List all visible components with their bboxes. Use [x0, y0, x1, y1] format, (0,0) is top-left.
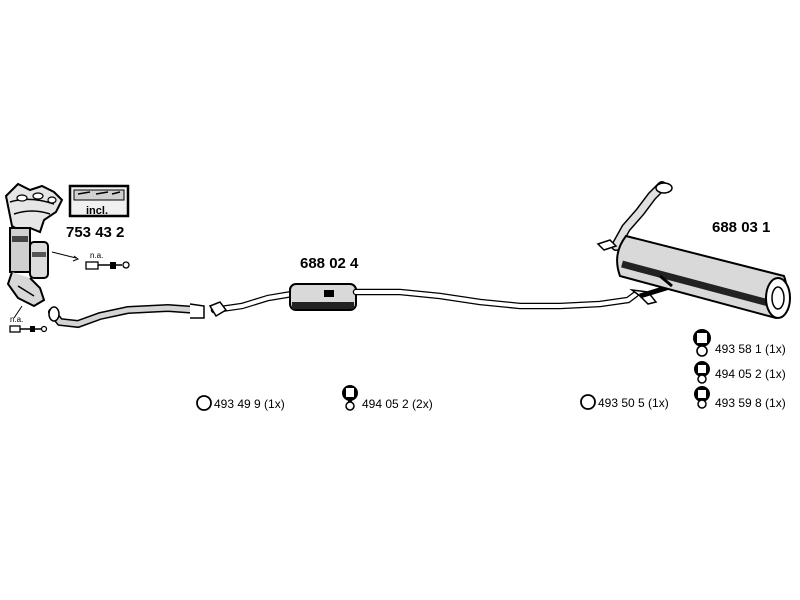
mounting-part-6-number: 493 59 8 (1x)	[715, 396, 786, 410]
mounting-part-4[interactable]: 493 58 1 (1x)	[693, 329, 786, 357]
included-gasket-box: incl.	[68, 184, 130, 218]
mounting-part-2-number: 494 05 2 (2x)	[362, 397, 433, 411]
lower-sensor-na-label: n.a.	[10, 315, 23, 324]
lower-lambda-sensor: n.a.	[9, 305, 48, 333]
front-sensor-na-label: n.a.	[90, 251, 103, 260]
front-lambda-sensor: n.a.	[51, 251, 130, 270]
mounting-part-4-number: 493 58 1 (1x)	[715, 342, 786, 356]
rear-silencer[interactable]	[596, 181, 791, 320]
rubber-hanger-icon	[694, 361, 710, 384]
mounting-part-3-number: 493 50 5 (1x)	[598, 396, 669, 410]
middle-silencer-assembly[interactable]	[208, 283, 640, 318]
front-pipe[interactable]	[48, 303, 205, 329]
rubber-hanger-icon	[693, 329, 711, 357]
ring-icon	[196, 395, 212, 411]
mounting-part-3[interactable]: 493 50 5 (1x)	[580, 394, 669, 410]
mounting-part-5-number: 494 05 2 (1x)	[715, 367, 786, 381]
middle-silencer-part-number[interactable]: 688 02 4	[300, 255, 359, 272]
ring-icon	[580, 394, 596, 410]
incl-label: incl.	[86, 205, 108, 217]
manifold-part-number[interactable]: 753 43 2	[66, 224, 124, 241]
rubber-hanger-icon	[694, 386, 710, 409]
rubber-hanger-icon	[342, 385, 358, 411]
mounting-part-1[interactable]: 493 49 9 (1x)	[196, 395, 285, 411]
mounting-part-5[interactable]: 494 05 2 (1x)	[694, 361, 786, 384]
mounting-part-6[interactable]: 493 59 8 (1x)	[694, 386, 786, 410]
mounting-part-2[interactable]: 494 05 2 (2x)	[342, 385, 433, 411]
exhaust-manifold[interactable]	[4, 182, 64, 308]
mounting-part-1-number: 493 49 9 (1x)	[214, 397, 285, 411]
rear-silencer-part-number[interactable]: 688 03 1	[712, 219, 770, 236]
